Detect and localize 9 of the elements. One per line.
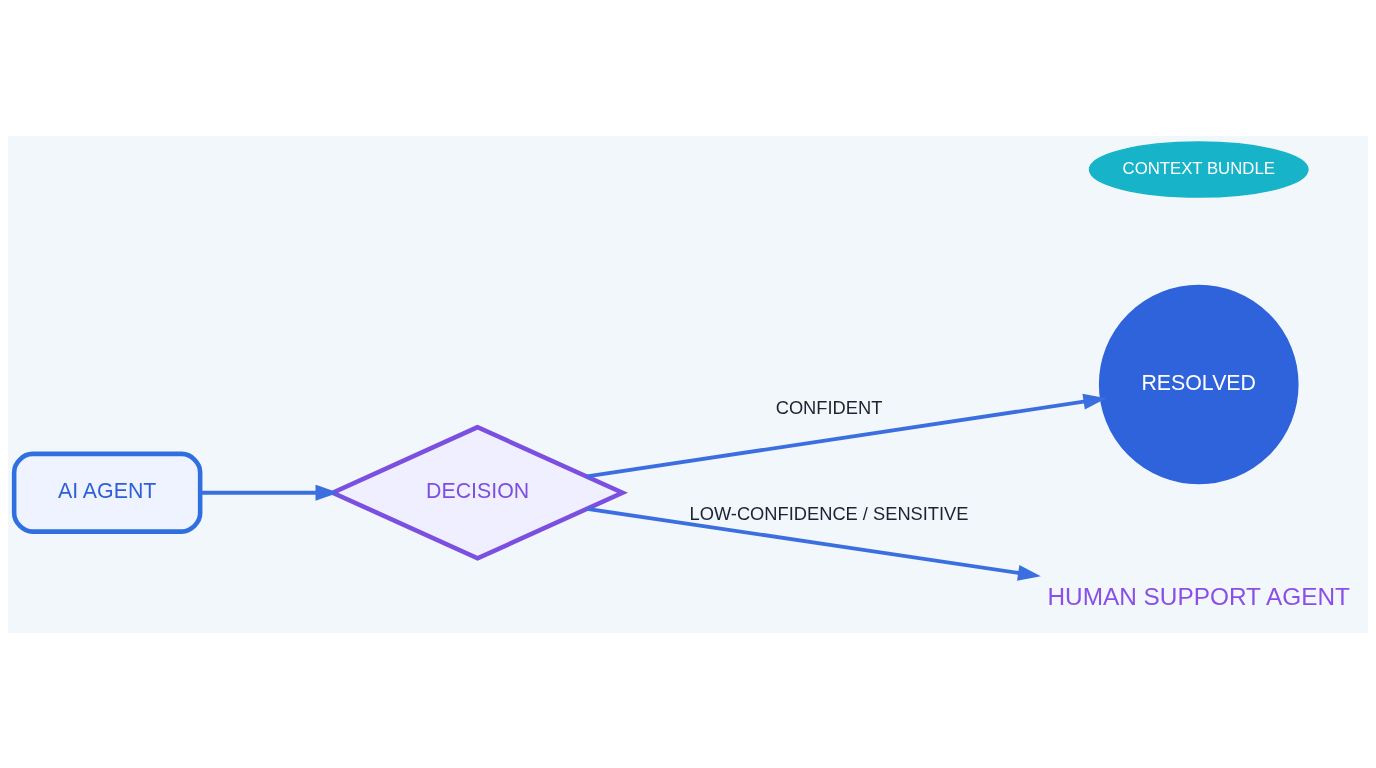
edge-label: CONFIDENT: [775, 396, 883, 418]
arrow: [586, 393, 1107, 478]
node-box: AI AGENT: [11, 451, 203, 534]
arrow: [200, 484, 339, 501]
arrow: [586, 506, 1041, 581]
node-text: HUMAN SUPPORT AGENT: [1047, 582, 1350, 610]
node-ellipse: CONTEXT BUNDLE: [1088, 140, 1309, 198]
node-circle: RESOLVED: [1098, 284, 1299, 484]
edge-label: LOW-CONFIDENCE / SENSITIVE: [689, 502, 969, 524]
